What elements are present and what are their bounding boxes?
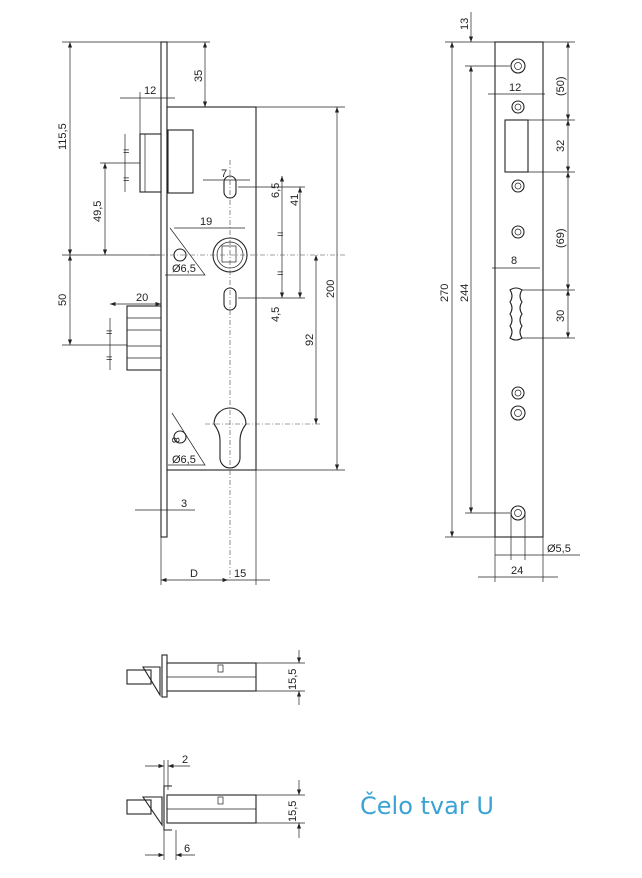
dim-equal: = (106, 353, 112, 365)
dead-bolt (126, 305, 162, 371)
dim-8: 8 (169, 437, 181, 443)
faceplate-side-view: 13 270 244 12 (50) 32 (69) 30 8 Ø5,5 24 (439, 12, 580, 582)
dim-6-5: 6,5 (270, 183, 282, 198)
dim-69: (69) (555, 228, 567, 248)
dim-dia-5-5: Ø5,5 (547, 543, 571, 555)
section-view-u-shape: 15,5 2 6 (126, 754, 305, 860)
dim-30: 30 (555, 310, 567, 322)
screw-hole-bottom (173, 430, 187, 444)
dim-270: 270 (439, 284, 451, 302)
lock-front-view: 115,5 50 35 12 49,5 7 6,5 41 19 Ø6,5 = =… (57, 41, 345, 585)
dim-50: (50) (555, 76, 567, 96)
dim-32: 32 (555, 140, 567, 152)
dim-35: 35 (193, 70, 205, 82)
dim-13: 13 (459, 18, 471, 30)
dim-2: 2 (182, 754, 188, 766)
dim-20: 20 (136, 292, 148, 304)
dim-15: 15 (234, 568, 246, 580)
dim-15-5-top: 15,5 (287, 669, 299, 690)
dim-equal: = (106, 327, 112, 339)
dim-244: 244 (459, 284, 471, 302)
dim-dia-6-5-bottom: Ø6,5 (172, 454, 196, 466)
faceplate-type-caption: Čelo tvar U (360, 792, 494, 820)
dim-50: 50 (57, 294, 69, 306)
dim-equal: = (123, 174, 129, 186)
latch-opening (504, 119, 529, 173)
dim-92: 92 (304, 334, 316, 346)
dim-19: 19 (200, 216, 212, 228)
dim-equal: = (277, 268, 283, 280)
latch-bolt (139, 133, 162, 193)
dim-dia-6-5-top: Ø6,5 (172, 263, 196, 275)
bolt-opening (509, 287, 523, 341)
dim-12: 12 (509, 82, 521, 94)
dim-115-5: 115,5 (57, 123, 69, 150)
dim-equal: = (277, 229, 283, 241)
dim-D: D (190, 568, 198, 580)
faceplate (160, 41, 168, 538)
dim-49-5: 49,5 (92, 201, 104, 222)
dim-4-5: 4,5 (270, 307, 282, 322)
dim-15-5-bottom: 15,5 (287, 801, 299, 822)
dim-8: 8 (511, 255, 517, 267)
section-view-flat: 15,5 (126, 650, 305, 705)
dim-3: 3 (181, 498, 187, 510)
dim-7: 7 (221, 168, 227, 180)
dim-200: 200 (325, 280, 337, 298)
dim-24: 24 (511, 565, 523, 577)
dim-6: 6 (184, 843, 190, 855)
dim-12: 12 (144, 85, 156, 97)
dim-41: 41 (289, 194, 301, 206)
latch-housing (167, 129, 194, 194)
dim-equal: = (123, 146, 129, 158)
